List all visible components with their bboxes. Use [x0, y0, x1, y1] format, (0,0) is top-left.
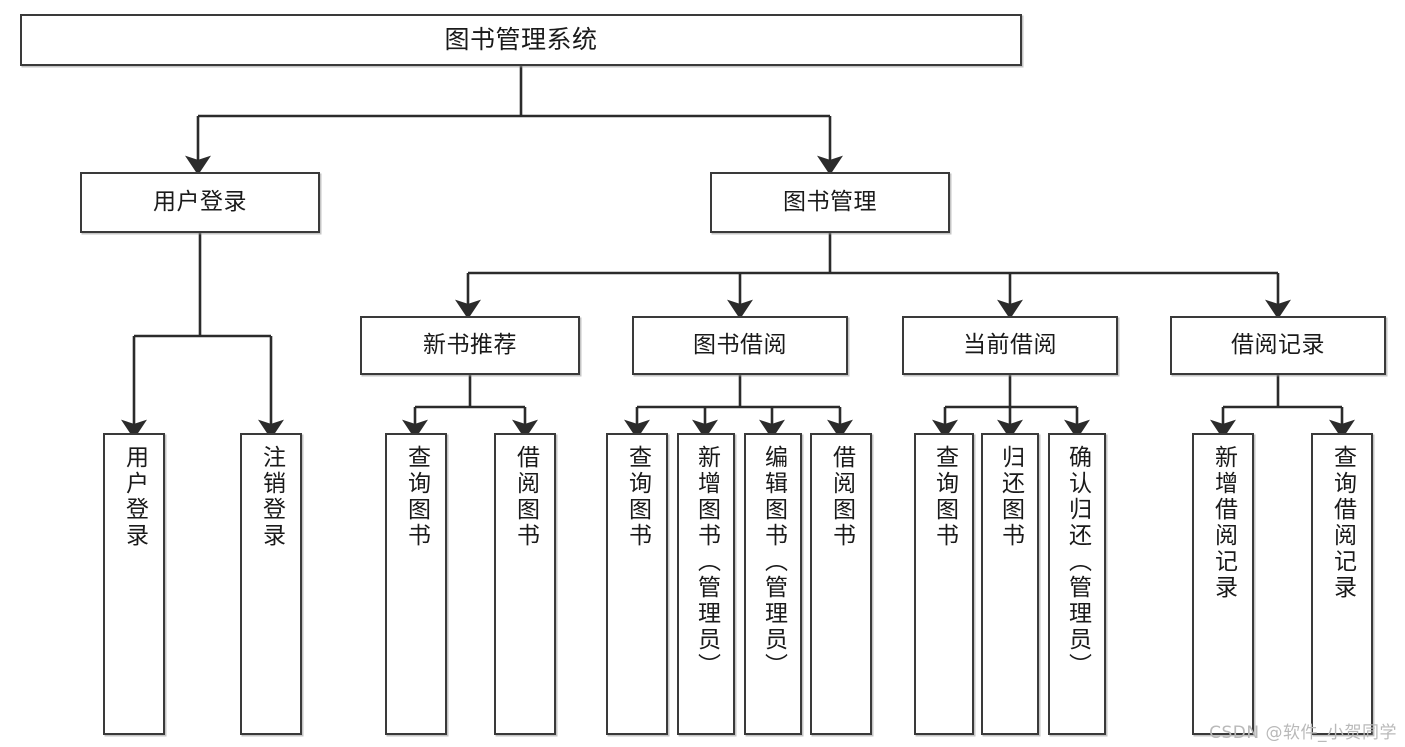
node-leaf-rec-borrow-book[interactable]: 借阅图书	[494, 433, 556, 735]
node-label: 新书推荐	[423, 332, 517, 359]
node-label: 新增图书（管理员）	[693, 445, 720, 679]
node-label: 归还图书	[997, 445, 1024, 549]
node-borrow-record[interactable]: 借阅记录	[1170, 316, 1386, 375]
node-label: 借阅图书	[512, 445, 539, 549]
node-leaf-rec-query-book[interactable]: 查询图书	[385, 433, 447, 735]
node-leaf-rec-add-record[interactable]: 新增借阅记录	[1192, 433, 1254, 735]
node-label: 编辑图书（管理员）	[760, 445, 787, 679]
node-leaf-cur-return-book[interactable]: 归还图书	[981, 433, 1039, 735]
node-label: 图书管理	[783, 189, 877, 216]
node-label: 查询图书	[624, 445, 651, 549]
node-label: 借阅记录	[1231, 332, 1325, 359]
node-leaf-user-logout[interactable]: 注销登录	[240, 433, 302, 735]
node-label: 注销登录	[258, 445, 285, 549]
node-leaf-cur-confirm-return[interactable]: 确认归还（管理员）	[1048, 433, 1106, 735]
node-book-manage[interactable]: 图书管理	[710, 172, 950, 233]
node-label: 查询图书	[931, 445, 958, 549]
node-label: 查询图书	[403, 445, 430, 549]
node-current-borrow[interactable]: 当前借阅	[902, 316, 1118, 375]
node-root-system[interactable]: 图书管理系统	[20, 14, 1022, 66]
node-leaf-borrow-add-book[interactable]: 新增图书（管理员）	[677, 433, 735, 735]
node-label: 确认归还（管理员）	[1064, 445, 1091, 679]
node-label: 图书借阅	[693, 332, 787, 359]
node-leaf-borrow-query-book[interactable]: 查询图书	[606, 433, 668, 735]
node-book-borrow[interactable]: 图书借阅	[632, 316, 848, 375]
node-label: 当前借阅	[963, 332, 1057, 359]
node-label: 查询借阅记录	[1329, 445, 1356, 601]
node-new-book-rec[interactable]: 新书推荐	[360, 316, 580, 375]
node-label: 用户登录	[121, 445, 148, 549]
node-label: 借阅图书	[828, 445, 855, 549]
node-leaf-cur-query-book[interactable]: 查询图书	[914, 433, 974, 735]
node-leaf-user-login[interactable]: 用户登录	[103, 433, 165, 735]
node-label: 用户登录	[153, 189, 247, 216]
node-leaf-borrow-edit-book[interactable]: 编辑图书（管理员）	[744, 433, 802, 735]
node-label: 新增借阅记录	[1210, 445, 1237, 601]
node-label: 图书管理系统	[444, 24, 598, 54]
node-leaf-rec-query-record[interactable]: 查询借阅记录	[1311, 433, 1373, 735]
csdn-watermark: CSDN @软件_小贺同学	[1209, 723, 1397, 743]
node-user-login[interactable]: 用户登录	[80, 172, 320, 233]
node-leaf-borrow-lend-book[interactable]: 借阅图书	[810, 433, 872, 735]
